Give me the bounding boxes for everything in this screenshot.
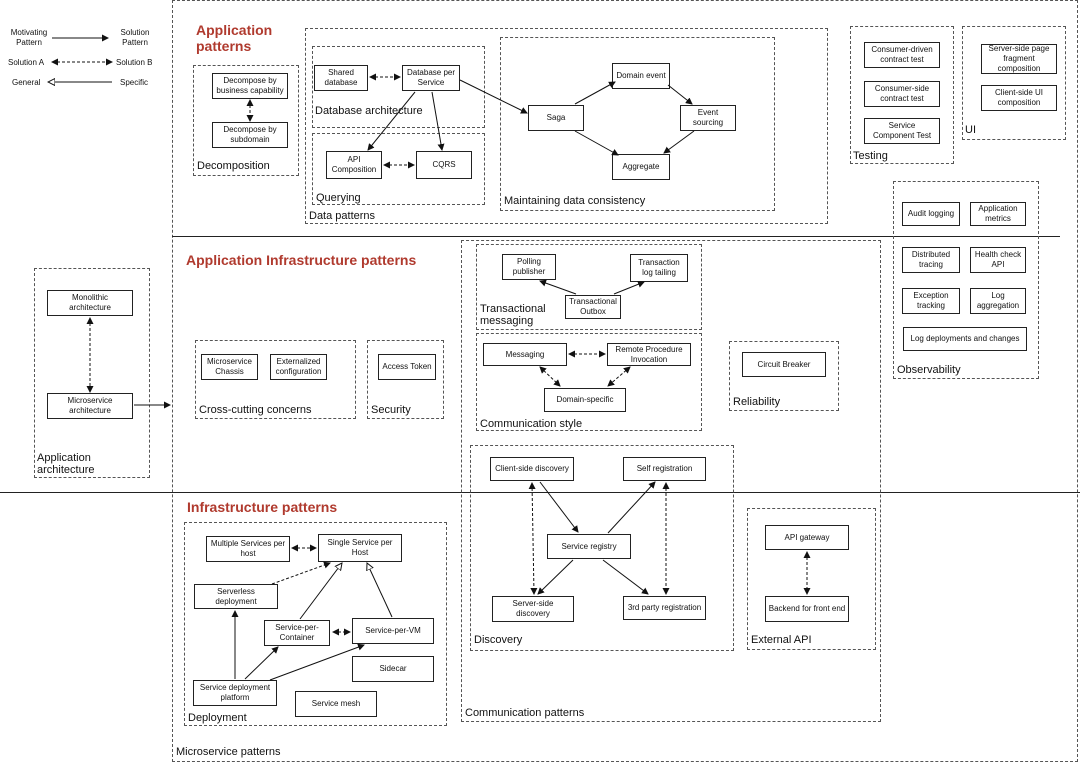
audit-logging-node: Audit logging: [902, 202, 960, 226]
service-deployment-platform-node: Service deployment platform: [193, 680, 277, 706]
infrastructure-patterns-title: Infrastructure patterns: [187, 499, 338, 515]
self-registration-node: Self registration: [623, 457, 706, 481]
service-per-container-node: Service-per-Container: [264, 620, 330, 646]
application-metrics-node: Application metrics: [970, 202, 1026, 226]
legend-solution-a-label: Solution A: [8, 58, 45, 67]
security-label: Security: [371, 404, 411, 416]
security-group: [367, 340, 444, 419]
externalized-config-node: Externalized configuration: [270, 354, 327, 380]
ui-group: [962, 26, 1066, 140]
distributed-tracing-node: Distributed tracing: [902, 247, 960, 273]
data-patterns-group: [305, 28, 828, 224]
client-side-discovery-node: Client-side discovery: [490, 457, 574, 481]
service-registry-node: Service registry: [547, 534, 631, 559]
discovery-label: Discovery: [474, 634, 523, 646]
access-token-node: Access Token: [378, 354, 436, 380]
reliability-label: Reliability: [733, 396, 781, 408]
log-deployments-node: Log deployments and changes: [903, 327, 1027, 351]
transactional-outbox-node: Transactional Outbox: [565, 295, 621, 319]
communication-patterns-group: [461, 240, 881, 722]
circuit-breaker-node: Circuit Breaker: [742, 352, 826, 377]
separator-app-infra: [172, 236, 1060, 237]
legend-solution-b-label: Solution B: [116, 58, 153, 67]
server-side-discovery-node: Server-side discovery: [492, 596, 574, 622]
shared-database-node: Shared database: [314, 65, 368, 91]
cross-cutting-group: [195, 340, 356, 419]
exception-tracking-node: Exception tracking: [902, 288, 960, 314]
communication-style-group: [476, 333, 702, 431]
testing-group: [850, 26, 954, 164]
client-side-ui-node: Client-side UI composition: [981, 85, 1057, 111]
third-party-registration-node: 3rd party registration: [623, 596, 706, 620]
application-architecture-group: [34, 268, 150, 478]
legend-solution-pattern-label: Solution Pattern: [120, 28, 150, 47]
api-composition-node: API Composition: [326, 151, 382, 179]
saga-node: Saga: [528, 105, 584, 131]
database-per-service-node: Database per Service: [402, 65, 460, 91]
service-mesh-node: Service mesh: [295, 691, 377, 717]
discovery-group: [470, 445, 734, 651]
domain-event-node: Domain event: [612, 63, 670, 89]
communication-patterns-label: Communication patterns: [465, 707, 585, 719]
legend-general-label: General: [12, 78, 41, 87]
data-patterns-label: Data patterns: [309, 210, 376, 222]
event-sourcing-node: Event sourcing: [680, 105, 736, 131]
cross-cutting-label: Cross-cutting concerns: [199, 404, 312, 416]
communication-style-label: Communication style: [480, 418, 583, 430]
rpi-node: Remote Procedure Invocation: [607, 343, 691, 366]
observability-label: Observability: [897, 364, 961, 376]
app-infrastructure-patterns-title: Application Infrastructure patterns: [186, 252, 417, 268]
sidecar-node: Sidecar: [352, 656, 434, 682]
decomposition-label: Decomposition: [197, 160, 270, 172]
application-architecture-label: Application architecture: [37, 452, 95, 476]
deployment-label: Deployment: [188, 712, 247, 724]
service-component-node: Service Component Test: [864, 118, 940, 144]
service-per-vm-node: Service-per-VM: [352, 618, 434, 644]
microservice-patterns-label: Microservice patterns: [176, 746, 281, 758]
reliability-group: [729, 341, 839, 411]
querying-label: Querying: [316, 192, 361, 204]
single-service-per-host-node: Single Service per Host: [318, 534, 402, 562]
monolithic-node: Monolithic architecture: [47, 290, 133, 316]
transactional-messaging-group: [476, 244, 702, 330]
polling-publisher-node: Polling publisher: [502, 254, 556, 280]
maintaining-consistency-label: Maintaining data consistency: [504, 195, 646, 207]
maintaining-consistency-group: [500, 37, 775, 211]
log-aggregation-node: Log aggregation: [970, 288, 1026, 314]
application-patterns-title: Application patterns: [196, 22, 273, 54]
legend-motivating-label: Motivating Pattern: [10, 28, 48, 47]
microservice-patterns-group: [172, 0, 1078, 762]
observability-group: [893, 181, 1039, 379]
decompose-business-node: Decompose by business capability: [212, 73, 288, 99]
external-api-group: [747, 508, 876, 650]
cqrs-node: CQRS: [416, 151, 472, 179]
server-side-page-node: Server-side page fragment composition: [981, 44, 1057, 74]
messaging-node: Messaging: [483, 343, 567, 366]
decompose-subdomain-node: Decompose by subdomain: [212, 122, 288, 148]
testing-label: Testing: [853, 150, 888, 162]
consumer-side-node: Consumer-side contract test: [864, 81, 940, 107]
deployment-group: [184, 522, 447, 726]
decomposition-group: [193, 65, 299, 176]
microservice-chassis-node: Microservice Chassis: [201, 354, 258, 380]
aggregate-node: Aggregate: [612, 154, 670, 180]
microservice-architecture-node: Microservice architecture: [47, 393, 133, 419]
database-architecture-label: Database architecture: [315, 105, 423, 117]
legend-specific-label: Specific: [120, 78, 149, 87]
multiple-services-per-host-node: Multiple Services per host: [206, 536, 290, 562]
domain-specific-node: Domain-specific: [544, 388, 626, 412]
transactional-messaging-label: Transactional messaging: [480, 303, 546, 327]
health-check-node: Health check API: [970, 247, 1026, 273]
consumer-driven-node: Consumer-driven contract test: [864, 42, 940, 68]
ui-label: UI: [965, 124, 976, 136]
transaction-log-tailing-node: Transaction log tailing: [630, 254, 688, 282]
bff-node: Backend for front end: [765, 596, 849, 622]
serverless-deployment-node: Serverless deployment: [194, 584, 278, 609]
api-gateway-node: API gateway: [765, 525, 849, 550]
external-api-label: External API: [751, 634, 812, 646]
